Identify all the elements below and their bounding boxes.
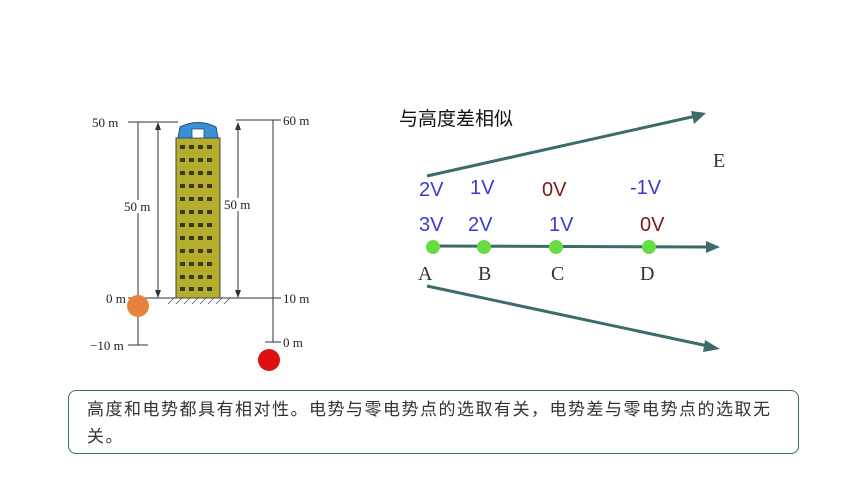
point-a-marker [426,240,440,254]
upper-potential-a: 2V [419,179,444,201]
point-b-label: B [478,263,492,285]
left-bottom-label: −10 m [90,338,124,353]
point-c-label: C [551,263,565,285]
left-top-label: 50 m [92,115,119,130]
right-middle-label: 50 m [224,197,251,212]
lower-potential-a: 3V [419,214,444,236]
point-c-marker [549,240,563,254]
point-a-label: A [418,263,433,285]
upper-potential-b: 1V [470,177,495,199]
lower-potential-c: 1V [549,214,574,236]
right-zero-label: 0 m [283,335,303,350]
left-zero-label: 0 m [106,291,126,306]
field-arrows [426,111,720,352]
right-ten-label: 10 m [283,291,310,306]
orange-ball [127,295,149,317]
upper-potential-c: 0V [542,179,567,201]
analogy-title: 与高度差相似 [399,108,514,130]
left-middle-label: 50 m [124,199,151,214]
field-label-e: E [713,150,726,172]
point-d-label: D [640,263,655,285]
lower-potential-d: 0V [640,214,665,236]
building-icon [167,122,231,305]
conclusion-note: 高度和电势都具有相对性。电势与零电势点的选取有关，电势差与零电势点的选取无关。 [68,390,799,454]
red-ball [258,349,280,371]
point-d-marker [642,240,656,254]
point-b-marker [477,240,491,254]
right-top-label: 60 m [283,113,310,128]
lower-potential-b: 2V [468,214,493,236]
upper-potential-d: -1V [630,177,662,199]
